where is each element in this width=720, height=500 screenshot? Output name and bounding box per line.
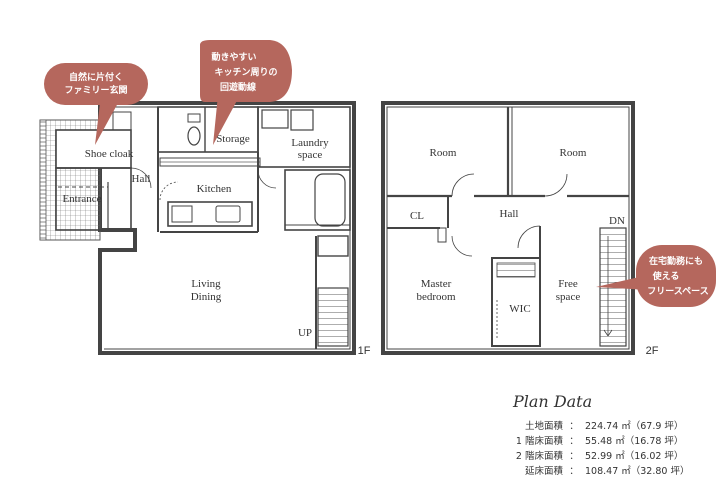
- label-living: Living: [191, 278, 221, 290]
- label-cl: CL: [410, 210, 424, 222]
- callout-kitchen-line2: キッチン周りの: [214, 67, 277, 78]
- plan-data-value: 108.47 ㎡（32.80 坪）: [585, 466, 690, 477]
- label-room-left: Room: [430, 147, 457, 159]
- bathroom: [284, 169, 351, 231]
- label-storage: Storage: [216, 133, 250, 145]
- washbasin: [112, 111, 132, 131]
- plan-data-panel: Plan Data 土地面積 ： 224.74 ㎡（67.9 坪） 1 階床面積…: [505, 392, 705, 479]
- plan-data-value: 55.48 ㎡（16.78 坪）: [585, 436, 684, 447]
- plan-data-label: 延床面積: [524, 466, 563, 477]
- callout-free-space: 在宅勤務にも 使える フリースペース: [596, 245, 716, 307]
- plan-data-colon: ：: [569, 466, 579, 477]
- bathtub: [314, 173, 346, 227]
- plan-data-colon: ：: [569, 436, 579, 447]
- plan-data-value: 52.99 ㎡（16.02 坪）: [585, 451, 684, 462]
- plan-data-colon: ：: [569, 451, 579, 462]
- storage-block: [157, 106, 259, 153]
- label-hall-2f: Hall: [500, 208, 519, 220]
- plan-data-label: 土地面積: [524, 421, 563, 432]
- label-laundry-space: space: [298, 149, 323, 161]
- label-entrance: Entrance: [62, 193, 101, 205]
- callout-kitchen-line3: 回遊動線: [220, 81, 256, 93]
- label-dn: DN: [609, 215, 625, 227]
- plan-data-row: 延床面積 ： 108.47 ㎡（32.80 坪）: [505, 464, 705, 479]
- wic-room: [491, 257, 541, 347]
- floor-1-label: 1F: [358, 345, 371, 357]
- label-laundry: Laundry: [291, 137, 329, 149]
- callout-free-space-line3: フリースペース: [647, 286, 708, 297]
- plan-data-row: 土地面積 ： 224.74 ㎡（67.9 坪）: [505, 419, 705, 434]
- plan-data-title: Plan Data: [513, 392, 593, 411]
- callout-free-space-line2: 使える: [652, 270, 680, 282]
- floor-2-plan: [381, 101, 635, 355]
- floor-1-plan: [39, 101, 356, 355]
- label-dining: Dining: [191, 291, 222, 303]
- label-shoe-cloak: Shoe cloak: [85, 148, 134, 160]
- label-hall-1f: Hall: [132, 173, 151, 185]
- entrance-room: [55, 167, 132, 231]
- kitchen-counter: [167, 201, 253, 227]
- callout-family-entrance-line1: 自然に片付く: [69, 71, 123, 83]
- label-free: Free: [558, 278, 578, 290]
- floor-2-outer-wall: [381, 101, 635, 355]
- callout-family-entrance: 自然に片付く ファミリー玄関: [44, 63, 148, 145]
- callout-kitchen-circulation: 動きやすい キッチン周りの 回遊動線: [200, 40, 292, 145]
- callout-kitchen-line1: 動きやすい: [211, 51, 256, 63]
- label-wic: WIC: [509, 303, 530, 315]
- callout-free-space-line1: 在宅勤務にも: [649, 255, 703, 267]
- label-kitchen: Kitchen: [197, 183, 232, 195]
- plan-data-colon: ：: [569, 421, 579, 432]
- label-bedroom: bedroom: [416, 291, 456, 303]
- plan-data-label: 1 階床面積: [515, 436, 563, 447]
- shoe-cloak-room: [55, 129, 132, 169]
- plan-data-row: 1 階床面積 ： 55.48 ㎡（16.78 坪）: [505, 434, 705, 449]
- floor-2-label: 2F: [646, 345, 659, 357]
- label-up: UP: [298, 327, 312, 339]
- label-room-right: Room: [560, 147, 587, 159]
- label-master: Master: [421, 278, 452, 290]
- plan-data-row: 2 階床面積 ： 52.99 ㎡（16.02 坪）: [505, 449, 705, 464]
- plan-data-label: 2 階床面積: [515, 451, 563, 462]
- callout-family-entrance-line2: ファミリー玄関: [64, 84, 127, 96]
- stairs-1f: [317, 287, 349, 347]
- plan-data-value: 224.74 ㎡（67.9 坪）: [585, 421, 684, 432]
- label-free-space: space: [556, 291, 581, 303]
- laundry-room: [257, 106, 351, 168]
